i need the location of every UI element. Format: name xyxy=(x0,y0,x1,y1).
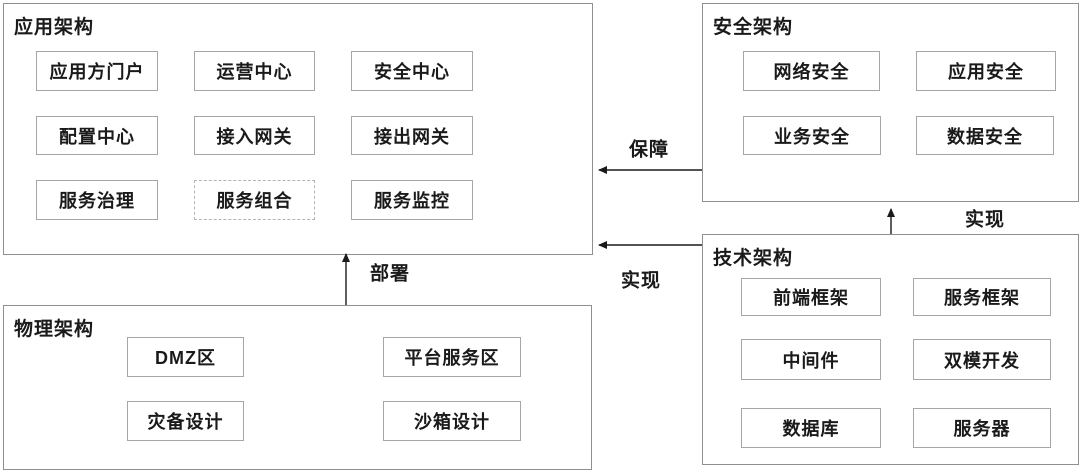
box-server: 服务器 xyxy=(913,408,1051,448)
box-service-governance: 服务治理 xyxy=(36,180,158,220)
box-network-security: 网络安全 xyxy=(743,51,880,91)
box-disaster-recovery-design: 灾备设计 xyxy=(127,401,244,441)
box-database: 数据库 xyxy=(741,408,881,448)
arrow-label-guarantee: 保障 xyxy=(626,134,672,162)
box-business-security: 业务安全 xyxy=(743,116,881,155)
security-architecture-panel: 安全架构 网络安全 应用安全 业务安全 数据安全 xyxy=(702,3,1079,202)
box-platform-service-zone: 平台服务区 xyxy=(383,337,521,377)
box-app-portal: 应用方门户 xyxy=(36,51,158,91)
application-architecture-panel: 应用架构 应用方门户 运营中心 安全中心 配置中心 接入网关 接出网关 服务治理… xyxy=(3,3,593,255)
physical-architecture-title: 物理架构 xyxy=(14,319,95,340)
box-middleware: 中间件 xyxy=(741,339,881,380)
arrow-label-realize-horizontal: 实现 xyxy=(618,265,664,293)
arrow-label-realize-vertical: 实现 xyxy=(962,204,1008,232)
box-inbound-gateway: 接入网关 xyxy=(194,116,315,155)
box-service-framework: 服务框架 xyxy=(913,278,1051,316)
application-architecture-title: 应用架构 xyxy=(14,17,95,38)
box-operation-center: 运营中心 xyxy=(194,51,315,91)
physical-architecture-panel: 物理架构 DMZ区 平台服务区 灾备设计 沙箱设计 xyxy=(3,305,592,470)
box-application-security: 应用安全 xyxy=(916,51,1056,91)
box-dual-mode-development: 双模开发 xyxy=(913,339,1051,380)
box-outbound-gateway: 接出网关 xyxy=(351,116,473,155)
box-sandbox-design: 沙箱设计 xyxy=(383,401,521,441)
technology-architecture-panel: 技术架构 前端框架 服务框架 中间件 双模开发 数据库 服务器 xyxy=(702,234,1079,465)
arrow-label-deploy: 部署 xyxy=(367,258,413,286)
box-service-composition: 服务组合 xyxy=(194,180,315,220)
technology-architecture-title: 技术架构 xyxy=(713,248,794,269)
box-dmz-zone: DMZ区 xyxy=(127,337,244,377)
box-security-center: 安全中心 xyxy=(351,51,473,91)
box-frontend-framework: 前端框架 xyxy=(741,278,881,316)
box-data-security: 数据安全 xyxy=(916,116,1054,155)
box-config-center: 配置中心 xyxy=(36,116,158,155)
security-architecture-title: 安全架构 xyxy=(713,17,794,38)
box-service-monitoring: 服务监控 xyxy=(351,180,473,220)
